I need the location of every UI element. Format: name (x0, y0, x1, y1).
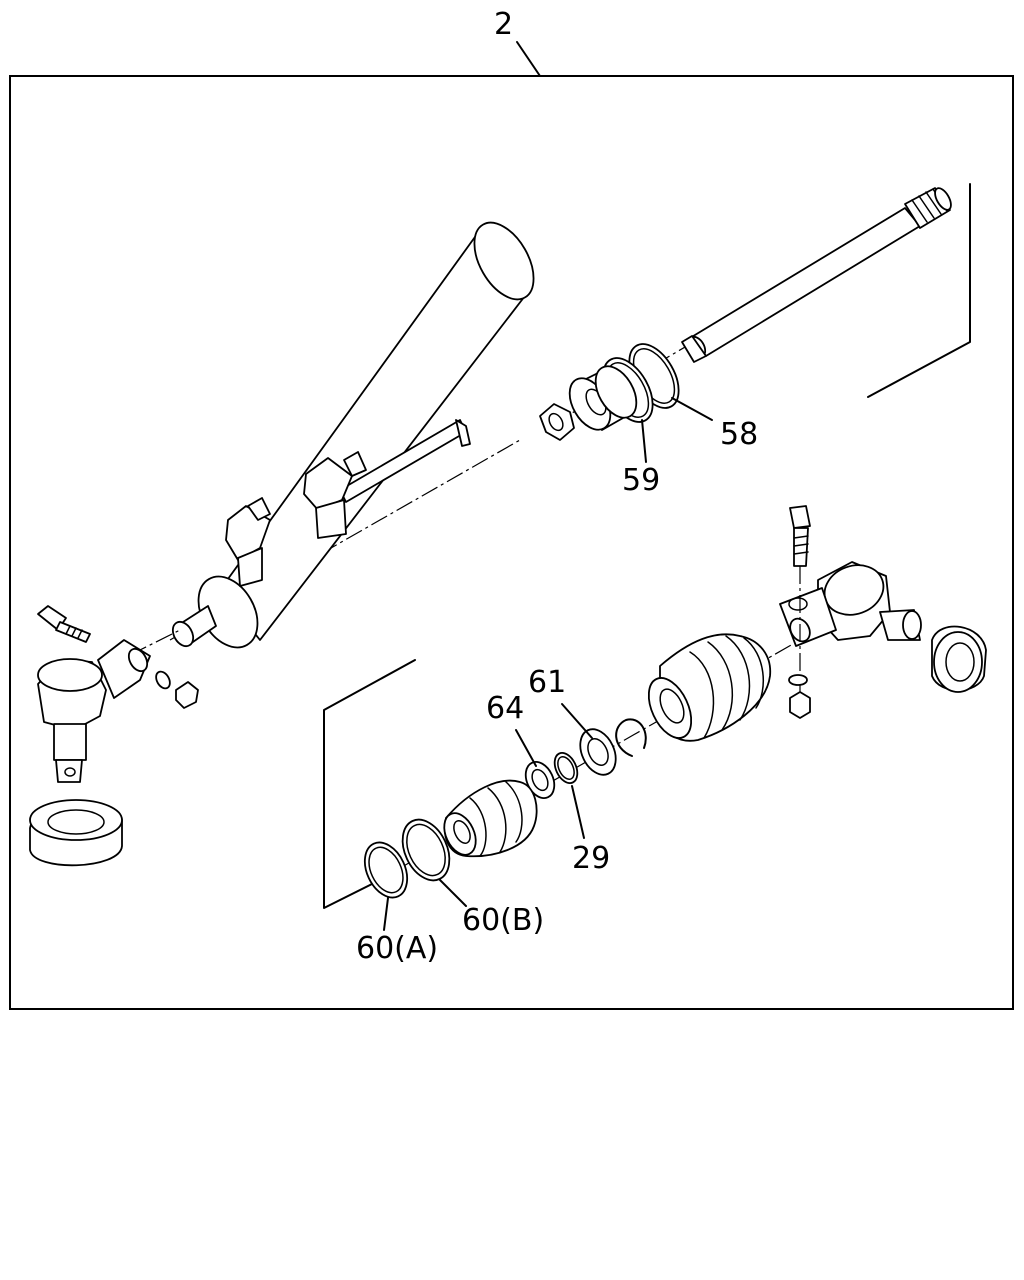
clamp-bolt-left (37, 605, 91, 643)
power-cylinder (169, 221, 535, 649)
leader-29 (571, 785, 585, 839)
assembly-frame (9, 75, 1014, 1010)
shaft-nut (539, 403, 575, 441)
rubber-bellows-right (647, 633, 772, 742)
callout-61: 61 (528, 665, 566, 700)
snap-ring (615, 718, 647, 757)
bracket-line-upper (867, 183, 971, 398)
o-ring-60a (363, 841, 409, 899)
rubber-bellows-left (443, 779, 538, 858)
callout-60a: 60(A) (356, 931, 438, 966)
tie-rod-end-right (779, 561, 922, 647)
leader-61 (561, 703, 593, 739)
bearing-61 (579, 728, 617, 776)
leader-64 (515, 729, 537, 767)
washer-right (788, 674, 808, 686)
tie-rod-end-left (37, 629, 181, 783)
nut-right (789, 691, 811, 719)
o-ring-60b (401, 818, 451, 882)
leader-59 (641, 419, 647, 463)
assembly-callout: 2 (494, 7, 513, 42)
washer-29 (553, 751, 579, 785)
rack-shaft (559, 187, 952, 421)
leader-60b (439, 879, 467, 907)
assembly-leader (516, 41, 541, 77)
nut-left (175, 681, 199, 709)
dust-boot-left (29, 799, 123, 867)
leader-58 (671, 397, 713, 421)
callout-64: 64 (486, 691, 524, 726)
end-bushing (568, 365, 638, 431)
dust-boot-right (931, 625, 987, 693)
callout-58: 58 (720, 417, 758, 452)
callout-29: 29 (572, 841, 610, 876)
hydraulic-port-b (303, 451, 367, 539)
leader-60a (383, 897, 389, 931)
bracket-line-lower (323, 659, 416, 909)
clamp-bolt-right (789, 505, 811, 700)
washer-left (155, 670, 171, 690)
callout-59: 59 (622, 463, 660, 498)
callout-60b: 60(B) (462, 903, 544, 938)
hydraulic-port-a (225, 497, 271, 587)
